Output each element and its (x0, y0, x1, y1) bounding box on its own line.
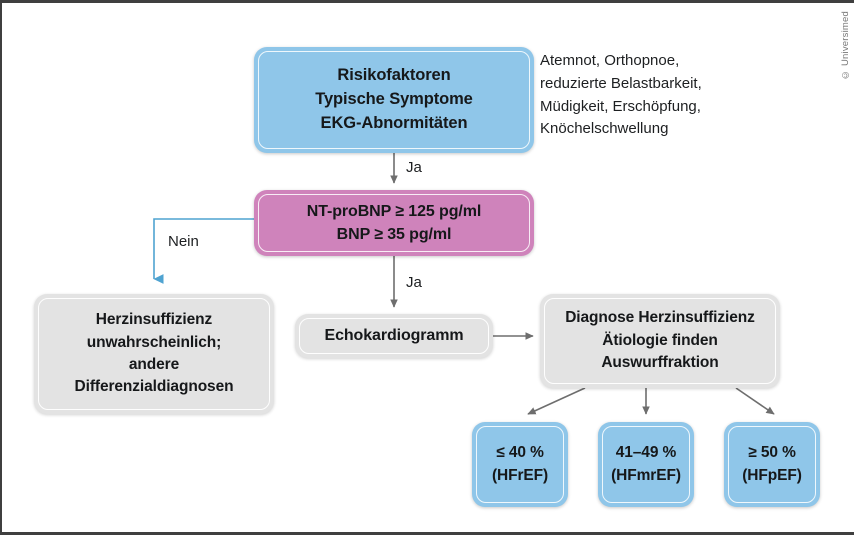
node-hfpef-label: (HFpEF) (742, 466, 802, 484)
edge-diagnose-to-hfpef (735, 387, 775, 415)
node-hfmref-label: (HFmrEF) (611, 466, 681, 484)
node-natriuretic-peptides: NT-proBNP ≥ 125 pg/ml BNP ≥ 35 pg/ml (254, 190, 534, 256)
node-echocardiogram-line1: Echokardiogramm (324, 327, 464, 345)
node-heart-failure-unlikely-line4: Differenzialdiagnosen (74, 378, 234, 396)
node-hfref-label: (HFrEF) (491, 466, 549, 484)
node-diagnosis-heart-failure: Diagnose Herzinsuffizienz Ätiologie find… (540, 294, 780, 388)
node-hfpef-value: ≥ 50 % (748, 444, 796, 462)
node-risk-factors-line1: Risikofaktoren (337, 66, 451, 85)
edge-label-ja-bnp-to-echo: Ja (406, 274, 422, 291)
node-echocardiogram: Echokardiogramm (295, 314, 493, 358)
node-risk-factors-line3: EKG-Abnormitäten (320, 113, 468, 132)
node-heart-failure-unlikely-line1: Herzinsuffizienz (95, 311, 213, 329)
edge-label-nein-bnp-to-unlikely: Nein (168, 233, 199, 250)
node-heart-failure-unlikely-line2: unwahrscheinlich; (86, 333, 222, 351)
edge-label-ja-symptoms-to-bnp: Ja (406, 159, 422, 176)
node-diagnosis-heart-failure-line1: Diagnose Herzinsuffizienz (565, 309, 755, 327)
copyright-notice: © Universimed (840, 11, 851, 81)
node-hfref: ≤ 40 % (HFrEF) (472, 422, 568, 507)
node-diagnosis-heart-failure-line2: Ätiologie finden (602, 331, 718, 349)
node-hfmref-value: 41–49 % (615, 444, 677, 462)
symptom-examples-line1: Atemnot, Orthopnoe, (540, 52, 680, 69)
node-heart-failure-unlikely-line3: andere (128, 356, 180, 373)
node-natriuretic-peptides-line2: BNP ≥ 35 pg/ml (336, 226, 452, 243)
node-natriuretic-peptides-line1: NT-proBNP ≥ 125 pg/ml (306, 202, 482, 220)
node-diagnosis-heart-failure-line3: Auswurffraktion (601, 354, 719, 372)
edge-diagnose-to-hfref (527, 387, 586, 415)
node-hfref-value: ≤ 40 % (496, 444, 544, 462)
node-hfmref: 41–49 % (HFmrEF) (598, 422, 694, 507)
node-hfpef: ≥ 50 % (HFpEF) (724, 422, 820, 507)
symptom-examples-line4: Knöchelschwellung (540, 120, 669, 138)
node-heart-failure-unlikely: Herzinsuffizienz unwahrscheinlich; ander… (34, 294, 274, 414)
symptom-examples-line2: reduzierte Belastbarkeit, (540, 74, 702, 92)
symptom-examples-note: Atemnot, Orthopnoe, reduzierte Belastbar… (540, 50, 780, 141)
node-risk-factors: Risikofaktoren Typische Symptome EKG-Abn… (254, 47, 534, 153)
node-risk-factors-line2: Typische Symptome (315, 90, 473, 109)
symptom-examples-line3: Müdigkeit, Erschöpfung, (540, 97, 701, 115)
